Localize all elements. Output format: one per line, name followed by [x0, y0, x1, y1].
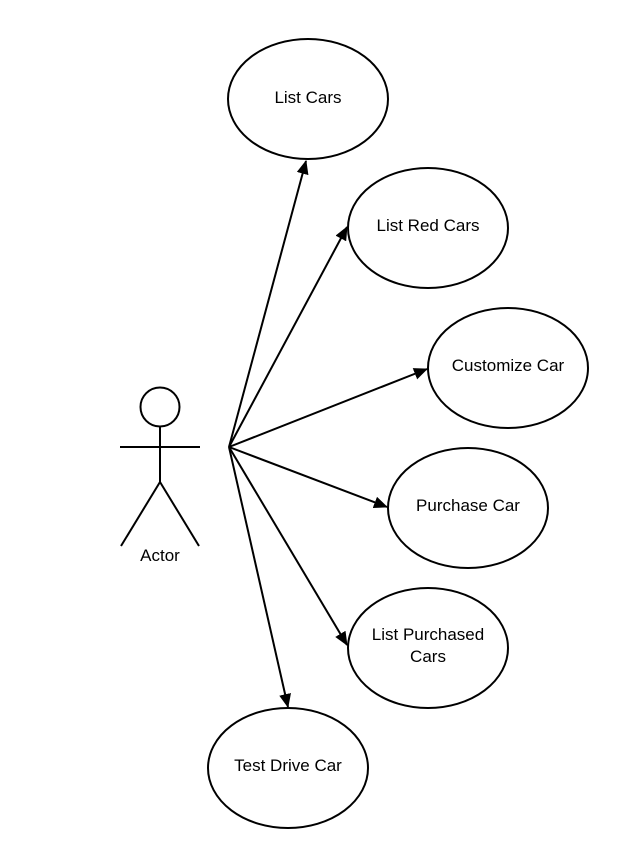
use-case-test-drive-car: Test Drive Car	[207, 707, 369, 829]
use-case-list-red-cars: List Red Cars	[347, 167, 509, 289]
association-list-red-cars	[228, 226, 348, 448]
use-case-label: List Purchased	[372, 625, 484, 644]
use-case-label: List Cars	[274, 88, 341, 107]
association-purchase-car	[228, 446, 388, 508]
use-case-label: Purchase Car	[416, 496, 520, 515]
association-list-cars	[228, 160, 309, 448]
actor-label: Actor	[140, 546, 180, 565]
association-customize-car	[228, 368, 428, 448]
use-case-customize-car: Customize Car	[427, 307, 589, 429]
use-case-label: Cars	[410, 647, 446, 666]
stick-figure-icon	[120, 386, 200, 547]
association-list-purchased-cars	[228, 446, 348, 646]
associations	[228, 160, 428, 708]
use-case-label: Customize Car	[452, 356, 565, 375]
use-case-list-cars: List Cars	[227, 38, 389, 160]
use-case-label: List Red Cars	[377, 216, 480, 235]
use-case-list-purchased-cars: List Purchased Cars	[347, 587, 509, 709]
use-case-purchase-car: Purchase Car	[387, 447, 549, 569]
use-case-label: Test Drive Car	[234, 756, 342, 775]
association-test-drive-car	[228, 446, 291, 708]
actor: Actor	[120, 386, 200, 565]
